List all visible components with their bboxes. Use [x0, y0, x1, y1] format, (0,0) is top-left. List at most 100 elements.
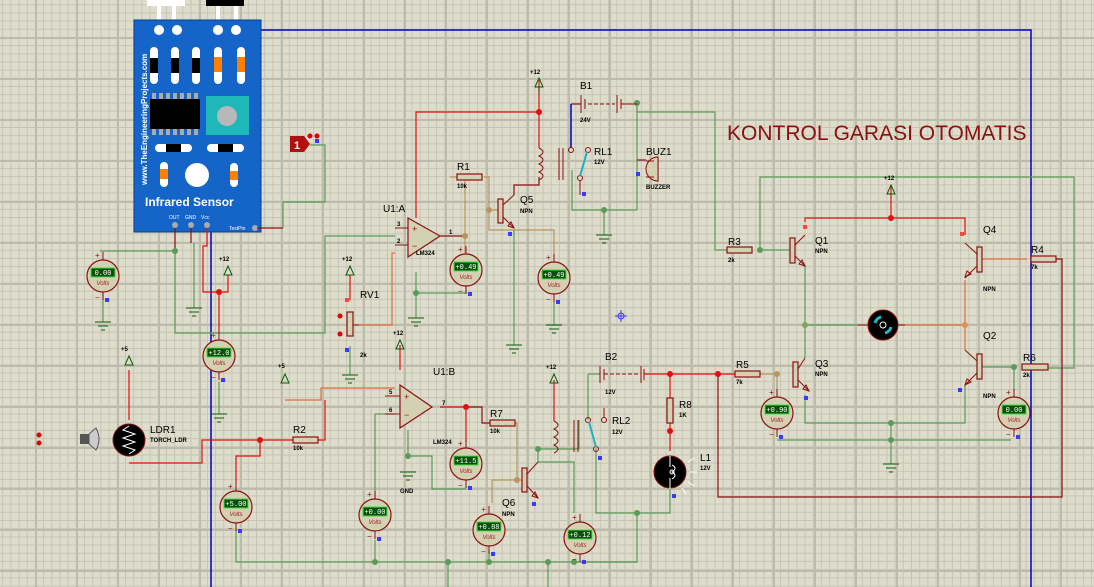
- opamp-u1b[interactable]: +− U1:B LM324 5 6 7: [385, 367, 456, 446]
- transistor-q1[interactable]: Q1 NPN: [789, 225, 829, 267]
- svg-text:−: −: [458, 481, 463, 490]
- power-12-u1b: +12: [393, 331, 405, 350]
- voltmeter-reading: +11.5: [455, 458, 476, 466]
- probe-marker[interactable]: 1: [290, 133, 320, 153]
- voltmeter-reading: 0.00: [1006, 407, 1023, 415]
- voltmeter-unit: Volts: [212, 361, 225, 367]
- voltmeter-vcc[interactable]: + − +12.0 Volts: [202, 331, 236, 382]
- rl1-ref-label: RL1: [594, 147, 613, 158]
- rv1-value-label: 2k: [360, 353, 367, 359]
- power-5-free: +5: [278, 364, 290, 384]
- ldr-ldr1[interactable]: LDR1 TORCH_LDR: [112, 423, 188, 457]
- ldr1-value-label: TORCH_LDR: [150, 438, 188, 444]
- voltmeter-u1b-out[interactable]: + − +11.5 Volts: [449, 439, 483, 490]
- u1b-ref-label: U1:B: [433, 367, 456, 378]
- svg-text:−: −: [546, 295, 551, 304]
- voltmeter-q3-base[interactable]: + − +0.90 Volts: [760, 388, 794, 439]
- voltmeter-q6-col[interactable]: + − +0.12 Volts: [563, 513, 597, 564]
- voltmeter-u1a-out[interactable]: + − +0.49 Volts: [449, 245, 483, 296]
- voltmeter-ldr[interactable]: + − +5.00 Volts: [219, 482, 253, 533]
- r4-ref-label: R4: [1031, 245, 1044, 256]
- voltmeter-unit: Volts: [459, 469, 472, 475]
- resistor-r3[interactable]: R3 2k: [726, 237, 753, 264]
- q2-ref-label: Q2: [983, 331, 997, 342]
- svg-text:−: −: [367, 532, 372, 541]
- power-12-rl2: +12: [546, 365, 559, 384]
- transistor-q3[interactable]: Q3 NPN: [792, 357, 829, 400]
- rl1-value-label: 12V: [594, 160, 605, 166]
- voltmeter-unit: Volts: [1007, 418, 1020, 424]
- transistor-q5[interactable]: Q5 NPN: [497, 194, 534, 236]
- svg-text:+: +: [1006, 388, 1011, 397]
- power-12-vcc: +12: [219, 257, 233, 276]
- svg-text:−: −: [95, 293, 100, 302]
- u1a-pin-minus-label: 2: [397, 239, 401, 245]
- r3-value-label: 2k: [728, 258, 735, 264]
- voltmeter-unit: Volts: [368, 520, 381, 526]
- svg-text:−: −: [572, 555, 577, 564]
- r3-ref-label: R3: [728, 237, 741, 248]
- svg-text:−: −: [228, 524, 233, 533]
- power-labels-p12-label: +12: [393, 331, 404, 337]
- transistor-q6[interactable]: Q6 NPN: [502, 461, 539, 518]
- ir-sensor[interactable]: www.TheEngineeringProjects.com Infrared …: [133, 0, 262, 233]
- voltmeter-reading: +0.49: [455, 264, 476, 272]
- svg-text:+: +: [404, 392, 409, 402]
- voltmeter-unit: Volts: [96, 281, 109, 287]
- svg-text:+: +: [546, 253, 551, 262]
- u1a-ref-label: U1:A: [383, 204, 406, 215]
- power-labels-p12-label: +12: [342, 257, 353, 263]
- voltmeter-q6-base[interactable]: + − +0.88 Volts: [472, 505, 506, 556]
- transistor-q4[interactable]: Q4 NPN: [960, 225, 997, 293]
- voltmeter-q2-base[interactable]: + − 0.00 Volts: [997, 388, 1031, 439]
- u1a-part-label: LM324: [416, 251, 435, 257]
- l1-ref-label: L1: [700, 453, 712, 464]
- r1-value-label: 10k: [457, 184, 468, 190]
- battery-b2[interactable]: B2 12V: [599, 352, 645, 396]
- power-labels-p5-label: +5: [121, 347, 129, 353]
- voltmeter-q5-base[interactable]: + − +0.49 Volts: [537, 253, 571, 304]
- r5-ref-label: R5: [736, 360, 749, 371]
- r8-ref-label: R8: [679, 400, 692, 411]
- motor[interactable]: [858, 309, 905, 341]
- power-labels-p12-label: +12: [884, 176, 895, 182]
- voltmeter-reading: +12.0: [208, 350, 229, 358]
- svg-text:−: −: [481, 547, 486, 556]
- torch-icon[interactable]: [36, 427, 100, 451]
- svg-text:−: −: [458, 287, 463, 296]
- u1b-pin-minus-label: 6: [389, 408, 393, 414]
- power-labels-p12-label: +12: [219, 257, 230, 263]
- buzzer-buz1[interactable]: BUZ1 BUZZER: [636, 147, 672, 191]
- rl2-ref-label: RL2: [612, 416, 631, 427]
- svg-text:+: +: [458, 439, 463, 448]
- svg-text:−: −: [412, 241, 417, 251]
- svg-text:−: −: [211, 373, 216, 382]
- potentiometer-rv1[interactable]: RV1 2k: [337, 290, 380, 359]
- relay-rl1[interactable]: RL1 12V: [537, 147, 613, 196]
- voltmeter-u1b-minus[interactable]: + − +0.00 Volts: [358, 490, 392, 541]
- lamp-l1[interactable]: L1 12V: [653, 453, 712, 498]
- voltmeter-reading: +0.90: [766, 407, 787, 415]
- ir-pin-gnd: GND: [185, 215, 197, 221]
- battery-b1[interactable]: B1 24V: [580, 81, 637, 124]
- ir-name: Infrared Sensor: [145, 195, 234, 209]
- q4-ref-label: Q4: [983, 225, 997, 236]
- relay-rl2[interactable]: RL2 12V: [552, 408, 631, 460]
- transistor-q2[interactable]: Q2 NPN: [958, 331, 997, 400]
- q1-type-label: NPN: [815, 249, 828, 255]
- opamp-u1a[interactable]: +− U1:A LM324 3 2 1: [383, 204, 453, 259]
- buz1-value-label: BUZZER: [646, 185, 671, 191]
- power-labels-p12-label: +12: [546, 365, 557, 371]
- voltmeter-ir-out[interactable]: + − 0.00 Volts: [86, 251, 120, 302]
- r7-ref-label: R7: [490, 409, 503, 420]
- voltmeter-unit: Volts: [573, 543, 586, 549]
- l1-value-label: 12V: [700, 466, 711, 472]
